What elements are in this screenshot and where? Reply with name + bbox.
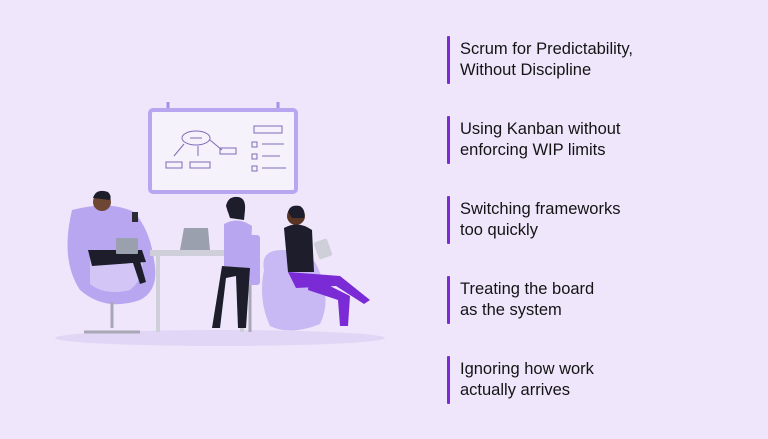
list-item-label: Ignoring how work actually arrives — [460, 360, 594, 399]
list-item: Using Kanban without enforcing WIP limit… — [447, 116, 747, 164]
list-item-label: Using Kanban without enforcing WIP limit… — [460, 120, 621, 159]
accent-bar — [447, 276, 450, 324]
floor-shadow — [55, 330, 385, 346]
list-item-label: Treating the board as the system — [460, 280, 595, 319]
list-item: Ignoring how work actually arrives — [447, 356, 747, 404]
person-woman-laptop-icon — [212, 196, 252, 328]
accent-bar — [447, 356, 450, 404]
person-man-icon — [86, 190, 146, 284]
accent-bar — [447, 196, 450, 244]
list-item-label: Switching frameworks too quickly — [460, 200, 621, 239]
list-item: Treating the board as the system — [447, 276, 747, 324]
list-item-label: Scrum for Predictability, Without Discip… — [460, 40, 633, 79]
whiteboard-icon — [148, 102, 298, 194]
person-woman-tablet-icon — [284, 205, 370, 326]
team-meeting-illustration — [55, 102, 385, 346]
list-item: Scrum for Predictability, Without Discip… — [447, 36, 747, 84]
accent-bar — [447, 116, 450, 164]
list-panel: Scrum for Predictability, Without Discip… — [447, 36, 747, 436]
accent-bar — [447, 36, 450, 84]
list-item: Switching frameworks too quickly — [447, 196, 747, 244]
